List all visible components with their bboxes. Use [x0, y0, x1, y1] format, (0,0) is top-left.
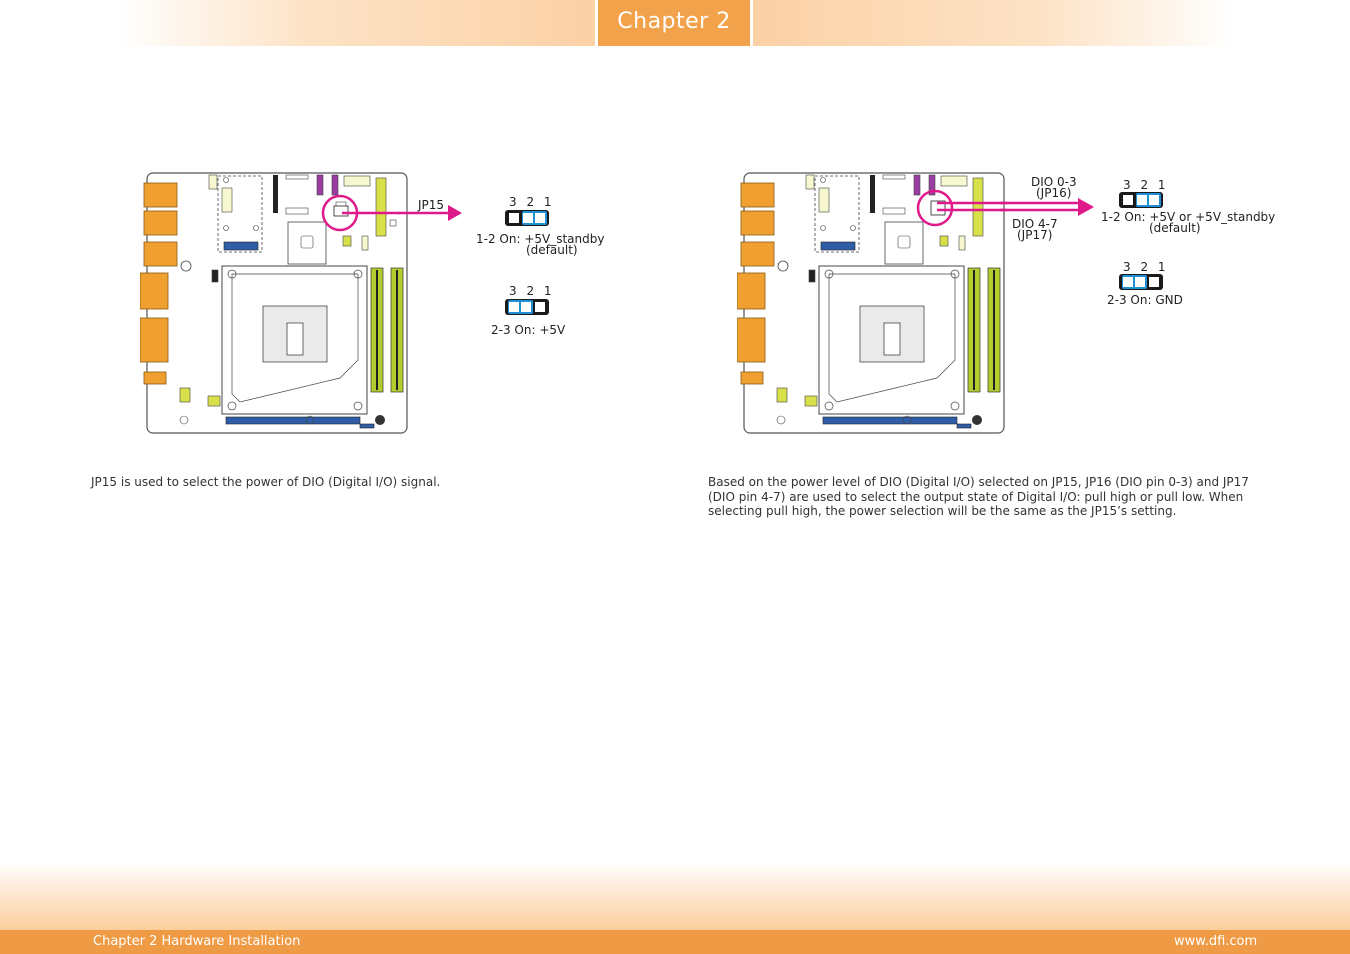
pin-numbers: 3 2 1: [509, 195, 555, 209]
jumper-setting-2-3: 2-3 On: GND: [1107, 293, 1183, 307]
jumper-default-note: (default): [526, 243, 578, 257]
dio-0-3-label: DIO 0-3: [1031, 175, 1077, 189]
jumper-setting-1-2: 1-2 On: +5V_standby: [476, 232, 605, 246]
motherboard-diagram-left: [140, 172, 408, 434]
pin-numbers: 3 2 1: [1123, 260, 1169, 274]
footer-bar: [0, 930, 1350, 954]
dio-4-7-label: DIO 4-7: [1012, 217, 1058, 231]
description-line: selecting pull high, the power selection…: [708, 504, 1177, 518]
header-band-right: [753, 0, 1235, 46]
jumper-icon: [505, 210, 549, 226]
jp15-label: JP15: [418, 198, 445, 212]
footer-band: [0, 862, 1350, 930]
footer-website-link[interactable]: www.dfi.com: [1174, 934, 1258, 949]
left-description: JP15 is used to select the power of DIO …: [91, 475, 441, 489]
jumper-setting-1-2: 1-2 On: +5V or +5V_standby: [1101, 210, 1276, 224]
callout-arrows-jp16-jp17: [1000, 198, 1094, 216]
callout-arrow-jp15: [398, 205, 462, 221]
footer-chapter-title: Chapter 2 Hardware Installation: [93, 934, 301, 949]
jp17-label: (JP17): [1017, 228, 1053, 242]
jumper-icon: [1119, 192, 1163, 208]
pin-numbers: 3 2 1: [1123, 178, 1169, 192]
jumper-icon: [1119, 274, 1163, 290]
description-line: (DIO pin 4-7) are used to select the out…: [708, 489, 1244, 504]
header-band-left: [115, 0, 595, 46]
jumper-setting-2-3: 2-3 On: +5V: [491, 323, 566, 337]
jumper-default-note: (default): [1149, 221, 1201, 235]
jumper-icon: [505, 299, 549, 315]
motherboard-diagram-right: [737, 172, 1007, 434]
jp16-label: (JP16): [1036, 186, 1072, 200]
pin-numbers: 3 2 1: [509, 284, 555, 298]
right-description: Based on the power level of DIO (Digital…: [708, 475, 1268, 519]
chapter-tab: Chapter 2: [598, 0, 750, 46]
description-line: Based on the power level of DIO (Digital…: [708, 475, 1249, 489]
